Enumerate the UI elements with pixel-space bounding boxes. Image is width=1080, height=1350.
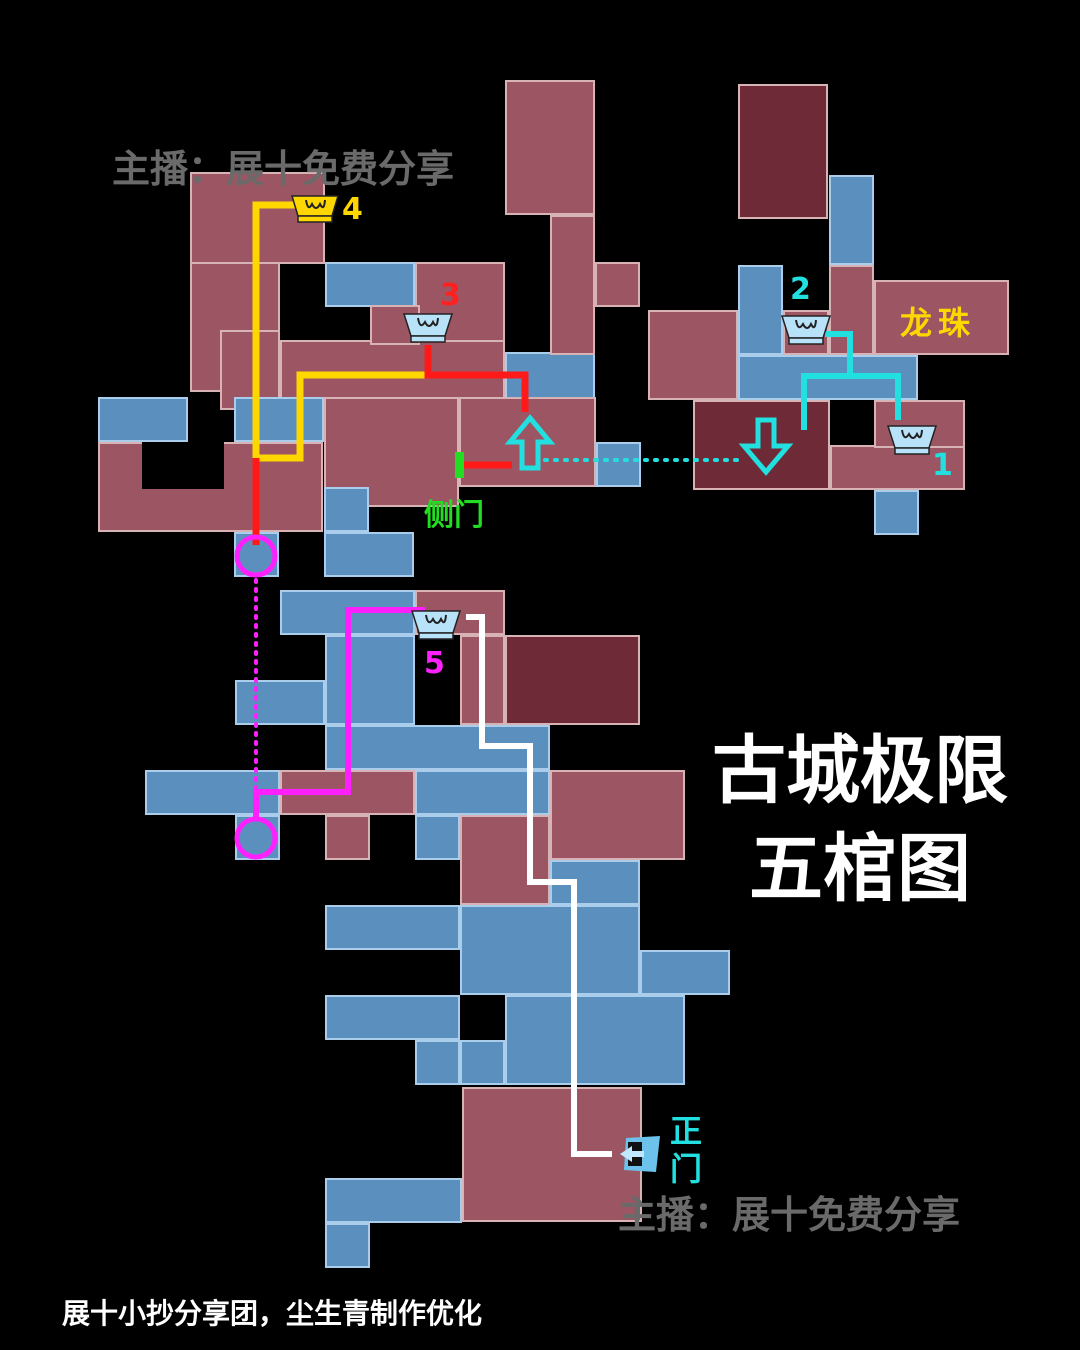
room — [415, 815, 460, 860]
coffin-number-2: 2 — [790, 272, 811, 307]
room — [505, 80, 595, 215]
room — [325, 1223, 370, 1268]
route-cyan-branch — [850, 373, 901, 420]
room-dragon-pearl — [874, 280, 1009, 355]
stair-circle-bottom — [234, 816, 278, 860]
room — [234, 397, 324, 442]
room — [596, 442, 641, 487]
room — [460, 905, 640, 995]
coffin-number-3: 3 — [440, 278, 461, 313]
room — [325, 995, 460, 1040]
room — [325, 1178, 462, 1223]
room — [738, 265, 783, 355]
room — [325, 905, 460, 950]
room — [460, 815, 550, 905]
coffin-icon[interactable] — [290, 190, 340, 226]
room — [693, 400, 830, 490]
route-red — [424, 345, 529, 412]
exit-door-icon[interactable] — [616, 1134, 664, 1174]
route-yellow — [252, 201, 428, 462]
route-magenta — [253, 607, 425, 820]
side-door-label: 侧门 — [424, 498, 484, 533]
map-title-line2: 五棺图 — [749, 826, 971, 912]
room — [640, 950, 730, 995]
room — [505, 635, 640, 725]
coffin-icon[interactable] — [780, 310, 832, 350]
coffin-number-5: 5 — [424, 646, 445, 681]
side-door-marker — [455, 452, 464, 478]
room — [550, 770, 685, 860]
room — [325, 635, 415, 725]
room — [460, 1040, 505, 1085]
coffin-number-4: 4 — [342, 192, 363, 227]
credit-text: 展十小抄分享团，尘生青制作优化 — [62, 1297, 483, 1330]
arrow-up-icon — [504, 414, 556, 471]
room-gap — [142, 442, 224, 489]
watermark-top: 主播：展十免费分享 — [112, 147, 455, 191]
arrow-down-icon — [738, 417, 794, 476]
coffin-icon[interactable] — [410, 605, 462, 645]
room — [98, 397, 188, 442]
dragon-pearl-label: 龙珠 — [900, 304, 977, 342]
room — [235, 680, 325, 725]
room — [550, 215, 595, 355]
room — [874, 490, 919, 535]
coffin-number-1: 1 — [932, 448, 953, 483]
room — [325, 815, 370, 860]
room — [415, 1040, 460, 1085]
coffin-icon[interactable] — [402, 308, 454, 348]
map-title-line1: 古城极限 — [712, 728, 1008, 814]
watermark-bottom: 主播：展十免费分享 — [618, 1193, 961, 1237]
room — [829, 175, 874, 265]
stair-circle-top — [234, 534, 278, 578]
map-title: 古城极限 五棺图 — [705, 722, 1015, 918]
room — [738, 84, 828, 219]
route-white — [466, 614, 612, 1157]
room — [595, 262, 640, 307]
coffin-icon[interactable] — [886, 420, 938, 460]
room — [324, 487, 369, 532]
room — [324, 532, 414, 577]
room — [648, 310, 738, 400]
main-door-label: 正门 — [670, 1112, 703, 1188]
room — [505, 995, 685, 1085]
room — [325, 262, 415, 307]
